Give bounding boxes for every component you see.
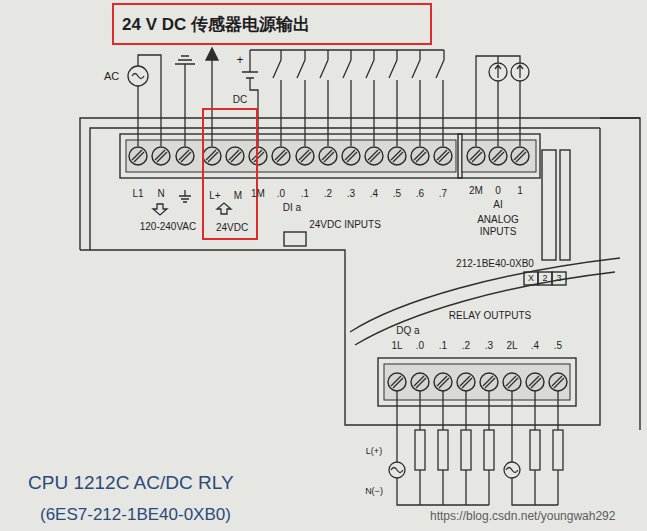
source-label: DC [233,94,247,106]
callout-box: 24 V DC 传感器电源输出 [112,3,432,45]
input-wiring [128,48,529,215]
pin-label: .2 [324,188,332,200]
pin-label: .5 [554,340,562,352]
polarity-sign: + [236,54,243,68]
pin-label: L1 [132,188,143,200]
group-label: AI [493,199,502,211]
group-label: 24VDC INPUTS [309,219,381,231]
pin-label: .2 [462,340,470,352]
group-label: DQ a [396,325,419,337]
pin-label: .3 [485,340,493,352]
pin-label: .1 [301,188,309,200]
pin-label: .4 [370,188,378,200]
terminal-label: 24VDC [216,222,248,234]
pin-label: .5 [393,188,401,200]
pin-label: 2L [506,340,517,352]
terminal-label: M [234,190,242,202]
group-label: RELAY OUTPUTS [449,310,531,322]
callout-text: 24 V DC 传感器电源输出 [122,15,310,35]
pin-label: 1M [251,188,265,200]
order-number: (6ES7-212-1BE40-0XB0) [40,505,231,525]
pin-label: .6 [416,188,424,200]
version-box: 3 [556,273,561,283]
part-number: 212-1BE40-0XB0 [456,258,534,270]
group-label: 120-240VAC [140,221,197,233]
terminal-block [462,140,536,172]
version-box: X [528,273,534,283]
pin-label: 2M [469,185,483,197]
pin-label: 1 [517,185,523,197]
pin-label: 1L [391,340,402,352]
pin-label: 0 [495,185,501,197]
watermark: https://blog.csdn.net/youngwah292 [430,510,615,524]
source-label: AC [104,70,119,83]
group-label: DI a [283,202,301,214]
group-label: ANALOG INPUTS [470,214,526,237]
supply-label: N(−) [365,486,383,496]
pin-label: N [157,188,164,200]
pin-label: .1 [439,340,447,352]
output-wiring [389,391,563,505]
supply-label: L(+) [366,446,382,456]
version-box: 2 [542,273,547,283]
pin-label: .7 [439,188,447,200]
terminal-block [384,364,570,400]
pin-label: .0 [416,340,424,352]
terminal-highlight-box: L+ M 24VDC [202,108,258,240]
screw-terminals [129,147,567,391]
pin-label: .4 [531,340,539,352]
pin-label: .0 [277,188,285,200]
terminal-block [126,140,456,172]
housing-outline [80,118,640,430]
terminal-label: L+ [209,190,220,202]
model-name: CPU 1212C AC/DC RLY [28,472,234,494]
pin-label: .3 [347,188,355,200]
